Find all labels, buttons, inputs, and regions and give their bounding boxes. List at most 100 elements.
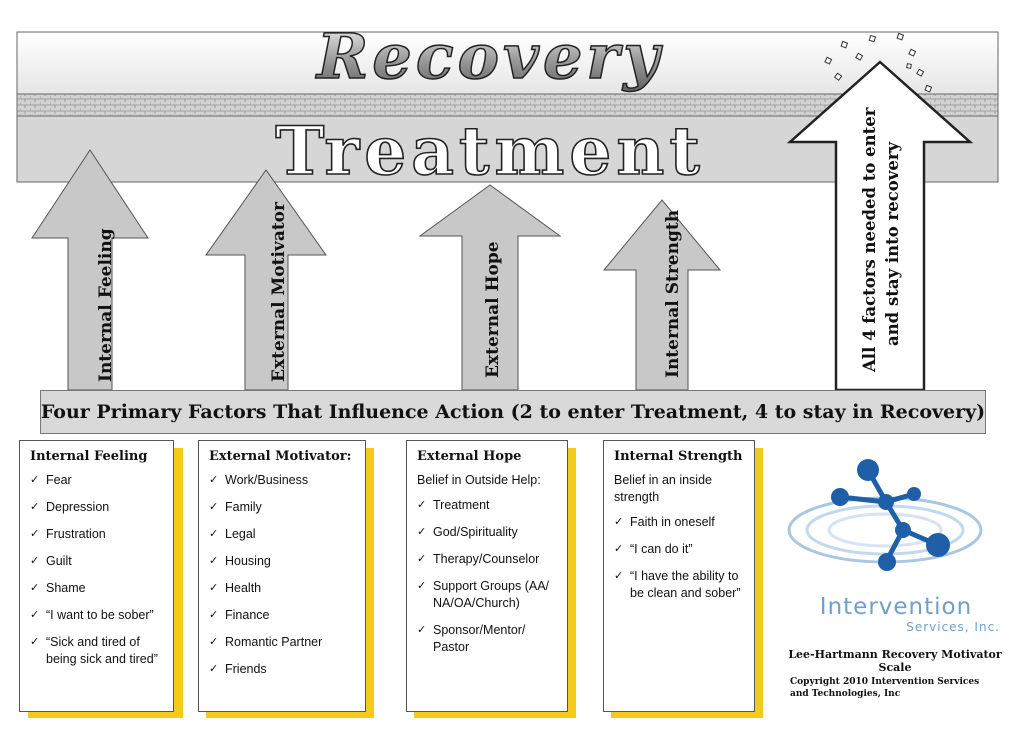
check-icon: ✓ xyxy=(30,501,40,513)
list-item-text: Treatment xyxy=(433,498,490,512)
list-item: ✓ Housing xyxy=(209,553,355,570)
treatment-title: Treatment xyxy=(275,112,705,190)
list-item: ✓ Health xyxy=(209,580,355,597)
check-icon: ✓ xyxy=(209,636,219,648)
list-item: ✓ Legal xyxy=(209,526,355,543)
arrow-label-external-motivator: External Motivator xyxy=(269,201,289,382)
list-item: ✓ Guilt xyxy=(30,553,163,570)
list-item: ✓ Romantic Partner xyxy=(209,634,355,651)
list-item-text: God/Spirituality xyxy=(433,525,518,539)
list-item: ✓ Sponsor/Mentor/ Pastor xyxy=(417,622,557,656)
list-item-text: Family xyxy=(225,500,262,514)
card-list: ✓ Faith in oneself ✓ “I can do it” ✓ “I hav… xyxy=(614,514,744,602)
check-icon: ✓ xyxy=(417,624,427,636)
check-icon: ✓ xyxy=(30,609,40,621)
list-item-text: Frustration xyxy=(46,527,106,541)
recovery-band xyxy=(16,31,999,95)
check-icon: ✓ xyxy=(209,501,219,513)
card-intro: Belief in Outside Help: xyxy=(417,473,541,487)
list-item-text: Housing xyxy=(225,554,271,568)
list-item: ✓Friends xyxy=(209,661,355,678)
list-item-text: Romantic Partner xyxy=(225,635,323,649)
list-item-text: Therapy/Counselor xyxy=(433,552,540,566)
card-external-hope: External Hope Belief in Outside Help: ✓ T… xyxy=(406,440,568,712)
check-icon: ✓ xyxy=(417,553,427,565)
list-item: ✓ “I want to be sober” xyxy=(30,607,163,624)
list-item: ✓ Work/Business xyxy=(209,472,355,489)
arrow-internal-feeling xyxy=(31,149,149,391)
copyright-text: Copyright 2010 Intervention Services and… xyxy=(790,677,980,699)
list-item: ✓ Fear xyxy=(30,472,163,489)
card-title: Internal Strength xyxy=(614,449,743,464)
arrow-external-hope xyxy=(418,184,562,391)
sparkle-squares xyxy=(824,32,933,93)
card-intro: Belief in an inside strength xyxy=(614,473,712,504)
list-item-text: Sponsor/Mentor/ Pastor xyxy=(433,623,526,654)
check-icon: ✓ xyxy=(209,528,219,540)
list-item-text: Support Groups (AA/ NA/OA/Church) xyxy=(433,579,550,610)
card-list: ✓Fear ✓Depression ✓Frustration ✓Guilt ✓S… xyxy=(30,472,163,668)
card-list: ✓ Treatment ✓ God/Spirituality ✓ Therapy/Co… xyxy=(417,497,557,656)
card-title: Internal Feeling xyxy=(30,449,148,464)
list-item: ✓ Support Groups (AA/ NA/OA/Church) xyxy=(417,578,557,612)
check-icon: ✓ xyxy=(30,582,40,594)
big-arrow-line1: All 4 factors needed to enter xyxy=(860,107,879,373)
logo-graphic xyxy=(787,459,983,571)
list-item: ✓ “I have the ability to be clean and sob… xyxy=(614,568,744,602)
check-icon: ✓ xyxy=(209,474,219,486)
card-title: External Motivator: xyxy=(209,449,352,464)
list-item: ✓ Finance xyxy=(209,607,355,624)
list-item-text: Fear xyxy=(46,473,72,487)
list-item-text: Faith in oneself xyxy=(630,515,715,529)
check-icon: ✓ xyxy=(417,526,427,538)
factors-banner: Four Primary Factors That Influence Acti… xyxy=(40,390,986,434)
card-internal-strength: Internal Strength Belief in an inside st… xyxy=(603,440,755,712)
list-item: ✓ Therapy/Counselor xyxy=(417,551,557,568)
list-item: ✓ Family xyxy=(209,499,355,516)
list-item-text: “Sick and tired of being sick and tired” xyxy=(46,635,158,666)
list-item-text: Finance xyxy=(225,608,270,622)
check-icon: ✓ xyxy=(417,499,427,511)
list-item: ✓ Shame xyxy=(30,580,163,597)
check-icon: ✓ xyxy=(209,609,219,621)
check-icon: ✓ xyxy=(30,474,40,486)
list-item-text: “I want to be sober” xyxy=(46,608,154,622)
check-icon: ✓ xyxy=(30,555,40,567)
check-icon: ✓ xyxy=(417,580,427,592)
big-arrow-line2: and stay into recovery xyxy=(883,141,902,346)
brand-subtitle: Services, Inc. xyxy=(906,620,1000,634)
list-item: ✓ God/Spirituality xyxy=(417,524,557,541)
card-title: External Hope xyxy=(417,449,522,464)
list-item-text: Legal xyxy=(225,527,256,541)
check-icon: ✓ xyxy=(30,636,40,648)
list-item: ✓ Treatment xyxy=(417,497,557,514)
arrow-internal-strength xyxy=(602,199,722,391)
check-icon: ✓ xyxy=(614,570,624,582)
arrow-label-internal-feeling: Internal Feeling xyxy=(96,228,116,382)
list-item: ✓Frustration xyxy=(30,526,163,543)
list-item-text: “I have the ability to be clean and sobe… xyxy=(630,569,741,600)
arrow-external-motivator xyxy=(205,169,327,391)
list-item: ✓ “I can do it” xyxy=(614,541,744,558)
big-arrow xyxy=(786,60,974,392)
list-item-text: Shame xyxy=(46,581,86,595)
check-icon: ✓ xyxy=(614,516,624,528)
recovery-title: Recovery xyxy=(315,20,663,93)
arrow-label-internal-strength: Internal Strength xyxy=(663,210,683,378)
check-icon: ✓ xyxy=(209,582,219,594)
banner-text: Four Primary Factors That Influence Acti… xyxy=(40,401,986,423)
list-item-text: Work/Business xyxy=(225,473,309,487)
check-icon: ✓ xyxy=(614,543,624,555)
list-item-text: Health xyxy=(225,581,262,595)
brand-name: Intervention xyxy=(819,594,973,620)
check-icon: ✓ xyxy=(209,555,219,567)
arrow-label-external-hope: External Hope xyxy=(483,241,503,378)
list-item-text: Guilt xyxy=(46,554,72,568)
list-item-text: Depression xyxy=(46,500,110,514)
card-external-motivator: External Motivator: ✓ Work/Business ✓ Fami… xyxy=(198,440,366,712)
check-icon: ✓ xyxy=(209,663,219,675)
list-item-text: “I can do it” xyxy=(630,542,693,556)
list-item: ✓ Faith in oneself xyxy=(614,514,744,531)
